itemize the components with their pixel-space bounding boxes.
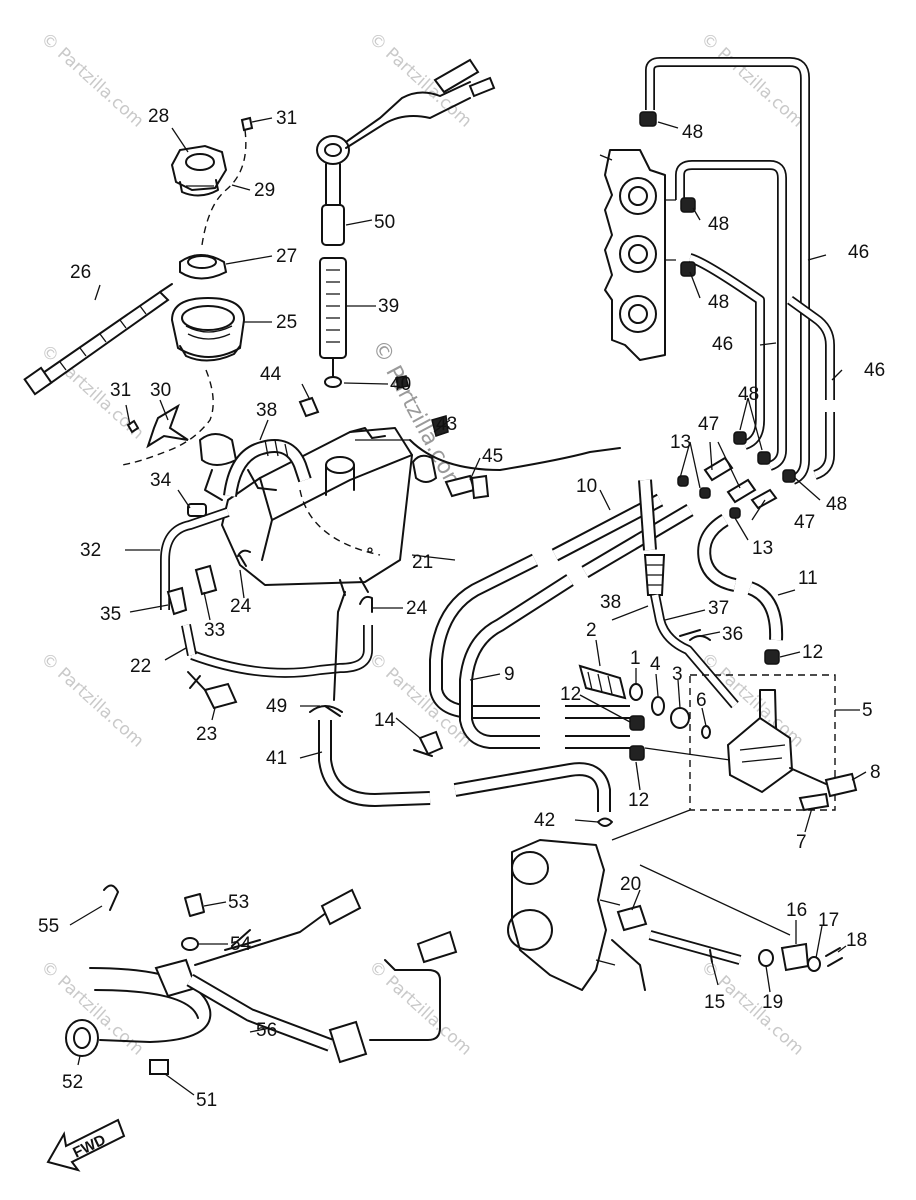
clamps-48 <box>639 111 796 483</box>
part-label-21: 21 <box>412 552 433 573</box>
part-label-8: 8 <box>870 762 881 783</box>
part-label-55: 55 <box>38 916 59 937</box>
part-label-27: 27 <box>276 246 297 267</box>
part-label-10: 10 <box>576 476 597 497</box>
part-label-19-c: 19 <box>762 992 783 1013</box>
part-label-54: 54 <box>230 934 252 955</box>
part-label-48c: 48 <box>708 292 729 313</box>
part-label-46: 46 <box>848 242 869 263</box>
hose-11 <box>697 513 784 641</box>
part-label-42: 42 <box>534 810 555 831</box>
part-label-5: 5 <box>862 700 873 721</box>
left-fittings <box>160 503 373 616</box>
vent-hoses-46 <box>645 57 835 485</box>
leader-lines <box>69 117 867 1096</box>
part-label-3: 3 <box>672 664 683 685</box>
watermark-layer: © Partzilla.com © Partzilla.com © Partzi… <box>37 29 808 1060</box>
powerhead-block <box>507 839 621 991</box>
oil-level-gauge <box>316 58 496 388</box>
part-label-32: 32 <box>80 540 101 561</box>
part-label-14: 14 <box>374 710 396 731</box>
part-label-17: 17 <box>818 910 839 931</box>
part-label-36: 36 <box>722 624 743 645</box>
oil-tank <box>221 427 413 596</box>
part-label-26: 26 <box>70 262 91 283</box>
part-label-47b: 47 <box>794 512 815 533</box>
part-label-38: 38 <box>256 400 277 421</box>
part-label-50: 50 <box>374 212 395 233</box>
part-label-13b: 13 <box>752 538 773 559</box>
part-label-30: 30 <box>150 380 171 401</box>
part-label-24-b: 24 <box>406 598 428 619</box>
part-label-9: 9 <box>504 664 515 685</box>
part-label-51-b: 51 <box>196 1090 217 1111</box>
part-label-12b: 12 <box>560 684 581 705</box>
part-label-22: 22 <box>130 656 151 677</box>
part-label-11: 11 <box>798 568 818 589</box>
fwd-arrow-icon: FWD <box>46 1118 126 1172</box>
part-label-29: 29 <box>254 180 275 201</box>
part-label-16: 16 <box>786 900 807 921</box>
part-label-13: 13 <box>670 432 691 453</box>
part-label-31: 31 <box>276 108 297 129</box>
cable-tie-26 <box>23 283 173 396</box>
part-label-20: 20 <box>620 874 641 895</box>
part-label-34: 34 <box>150 470 172 491</box>
part-label-40: 40 <box>390 374 411 395</box>
part-label-48b: 48 <box>708 214 729 235</box>
watermark: © Partzilla.com <box>365 957 476 1060</box>
part-label-24: 24 <box>230 596 252 617</box>
part-labels: 28 31 29 27 26 25 31 30 34 32 35 33 24 2… <box>38 106 885 1111</box>
main-hoses <box>181 439 694 827</box>
carburetor-assembly <box>599 149 676 361</box>
watermark: © Partzilla.com <box>365 649 476 752</box>
part-label-46-c: 46 <box>864 360 885 381</box>
part-label-35: 35 <box>100 604 121 625</box>
grommet-23 <box>187 671 238 710</box>
part-label-15-b: 15 <box>704 992 725 1013</box>
watermark: © Partzilla.com <box>697 29 808 132</box>
part-label-6: 6 <box>696 690 707 711</box>
part-label-1: 1 <box>630 648 641 669</box>
hose-38-37 <box>638 479 739 709</box>
part-label-47: 47 <box>698 414 719 435</box>
part-label-38b: 38 <box>600 592 621 613</box>
hose-38-top <box>223 439 312 498</box>
part-label-45: 45 <box>482 446 503 467</box>
part-label-41: 41 <box>266 748 287 769</box>
part-label-48e: 48 <box>826 494 847 515</box>
filler-cap-group <box>170 144 246 501</box>
wiring-harness <box>65 884 458 1075</box>
part-label-31b: 31 <box>110 380 131 401</box>
part-label-33: 33 <box>204 620 225 641</box>
part-label-4: 4 <box>650 654 661 675</box>
part-label-12c: 12 <box>628 790 649 811</box>
part-label-18: 18 <box>846 930 867 951</box>
oil-pump-group <box>578 649 858 936</box>
part-label-48a: 48 <box>682 122 703 143</box>
part-label-49: 49 <box>266 696 287 717</box>
chain-29 <box>121 116 254 466</box>
part-label-53: 53 <box>228 892 249 913</box>
part-label-43: 43 <box>436 414 457 435</box>
part-label-23: 23 <box>196 724 217 745</box>
part-label-56: 56 <box>256 1020 277 1041</box>
clamp-14 <box>413 730 444 757</box>
part-label-7: 7 <box>796 832 807 853</box>
part-label-46b: 46 <box>712 334 733 355</box>
watermark: © Partzilla.com <box>37 29 148 132</box>
part-label-12: 12 <box>802 642 823 663</box>
part-label-2: 2 <box>586 620 597 641</box>
joints-47 <box>677 456 778 519</box>
part-label-25: 25 <box>276 312 297 333</box>
part-label-44: 44 <box>260 364 282 385</box>
part-label-39: 39 <box>378 296 399 317</box>
part-label-48d: 48 <box>738 384 759 405</box>
part-label-28: 28 <box>148 106 169 127</box>
part-label-37: 37 <box>708 598 729 619</box>
part-label-52: 52 <box>62 1072 83 1093</box>
